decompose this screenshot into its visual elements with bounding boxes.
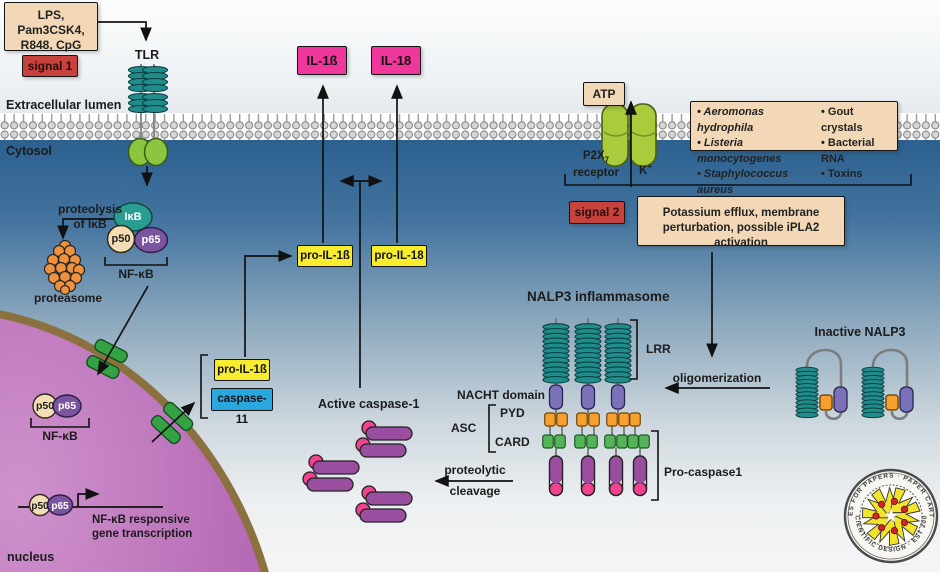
procaspase-bracket: [651, 430, 659, 501]
pro-il1b-noncanonical-box: pro-IL-1ß: [214, 359, 270, 381]
p2x7-receptor-label: P2X7 receptor: [572, 150, 620, 179]
proteolysis-arrow: [57, 218, 118, 240]
active-caspase1-label: Active caspase-1: [318, 397, 420, 411]
card-label: CARD: [495, 435, 530, 449]
extracellular-label: Extracellular lumen: [6, 98, 122, 112]
nfkb-complex-nucleus: [32, 393, 82, 419]
watermark-seal: FIGURES FOR PAPERS · PAPER CARTOONS SCIE…: [843, 468, 939, 564]
p65-gene-label: p65: [51, 501, 69, 512]
proteolysis-label: proteolysis of IκB: [58, 202, 123, 231]
proteolytic-cleavage-label2: cleavage: [449, 484, 501, 498]
signal2-effect-box: Potassium efflux, membrane perturbation,…: [637, 196, 845, 249]
noncanonical-bracket: [200, 354, 208, 419]
pro-il18-box: pro-IL-18: [371, 245, 427, 267]
stimuli-box-signal2: • Aeromonas hydrophila • Listeria monocy…: [690, 101, 898, 196]
proteolytic-cleavage-label1: proteolytic: [444, 463, 506, 477]
il1b-box: IL-1ß: [297, 46, 347, 75]
proteasome: [43, 239, 86, 296]
nalp3-inflammasome: [542, 318, 650, 497]
tlr-receptor: [127, 64, 169, 167]
inactive-nalp3-label: Inactive NALP3: [814, 325, 906, 339]
p65-label: p65: [141, 234, 161, 246]
stimuli-line1: LPS, Pam3CSK4,: [17, 8, 85, 37]
p65-nucleus-label: p65: [57, 400, 77, 412]
inactive-nalp3-molecules: [795, 348, 914, 421]
stimuli-line2: R848, CpG: [20, 38, 82, 52]
nfkb-import-arrow: [97, 285, 149, 376]
il18-box: IL-18: [371, 46, 421, 75]
tlr-label: TLR: [134, 48, 160, 62]
atp-box: ATP: [583, 82, 625, 106]
p50-gene-label: p50: [31, 501, 49, 512]
kplus-label: K+: [639, 162, 652, 177]
asc-label: ASC: [451, 421, 477, 435]
lrr-bracket: [630, 319, 638, 380]
seal-star: [883, 507, 899, 523]
nuclear-export-arrow: [151, 401, 196, 443]
p50-nucleus-label: p50: [35, 400, 55, 412]
nfkb-label-cytosol: NF-κB: [118, 267, 154, 281]
p50-label: p50: [111, 233, 131, 245]
pro-caspase1-label: Pro-caspase1: [664, 465, 743, 479]
ikb-label: IκB: [124, 211, 142, 223]
seal-pinwheel: [861, 486, 921, 546]
stimuli-col1: • Aeromonas hydrophila • Listeria monocy…: [697, 106, 789, 196]
caspase11-arrow: [244, 250, 293, 357]
ikb-nfkb-complex: [106, 202, 169, 254]
caspase11-box: caspase-11: [211, 388, 273, 426]
stimuli-col2: • Gout crystals • Bacterial RNA • Toxins: [821, 106, 875, 180]
pyd-label: PYD: [500, 406, 525, 420]
signal1-badge: signal 1: [22, 55, 78, 77]
proteasome-label: proteasome: [34, 291, 103, 305]
stimuli-box-signal1: LPS, Pam3CSK4, R848, CpG: [4, 2, 98, 52]
oligomerization-label: oligomerization: [672, 371, 762, 385]
cytosol-label: Cytosol: [6, 144, 52, 158]
pro-il1b-box: pro-IL-1ß: [297, 245, 353, 267]
signal2-badge: signal 2: [569, 201, 625, 224]
lrr-label: LRR: [646, 342, 671, 356]
transcription-label: NF-κB responsive gene transcription: [92, 514, 193, 540]
nacht-domain-label: NACHT domain: [457, 388, 545, 402]
p2x7-channel: [601, 103, 657, 167]
stimuli-to-tlr-arrow: [96, 21, 152, 42]
nfkb-bracket-nucleus: [30, 418, 90, 428]
nfkb-on-gene: [28, 493, 74, 517]
asc-bracket: [488, 404, 496, 453]
transcription-start-arrow: [77, 488, 100, 507]
active-caspase1-molecules: [302, 420, 413, 523]
membrane-events-brace: [564, 174, 912, 186]
nucleus-label: nucleus: [7, 550, 55, 564]
nfkb-bracket-cytosol: [104, 257, 168, 266]
nalp3-title: NALP3 inflammasome: [527, 289, 670, 304]
nfkb-label-nucleus: NF-κB: [42, 429, 78, 443]
